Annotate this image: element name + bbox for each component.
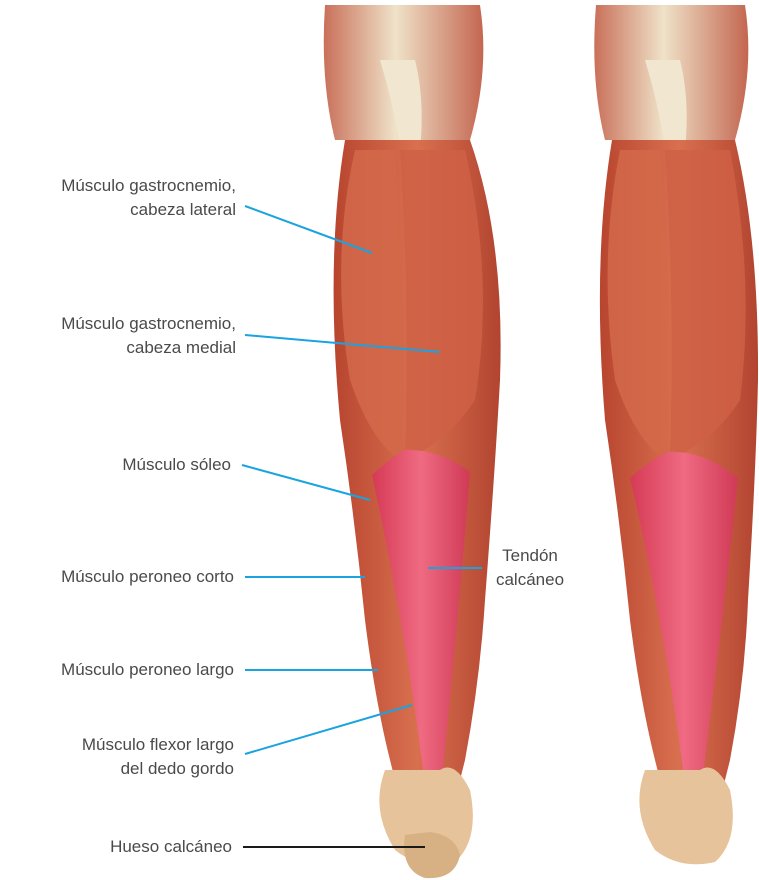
right-ankle-bones xyxy=(639,768,732,865)
label-gastrocnemius-lateral: Músculo gastrocnemio, cabeza lateral xyxy=(61,174,236,222)
label-line: Músculo gastrocnemio, xyxy=(61,174,236,198)
label-line: del dedo gordo xyxy=(82,757,234,781)
label-line: calcáneo xyxy=(485,568,575,592)
label-line: Músculo sóleo xyxy=(122,453,231,477)
label-line: Músculo flexor largo xyxy=(82,733,234,757)
label-calcaneus: Hueso calcáneo xyxy=(110,835,232,859)
label-line: cabeza medial xyxy=(61,336,236,360)
label-line: Músculo peroneo corto xyxy=(61,565,234,589)
label-line: cabeza lateral xyxy=(61,198,236,222)
label-line: Hueso calcáneo xyxy=(110,835,232,859)
label-flexor-hallucis-longus: Músculo flexor largo del dedo gordo xyxy=(82,733,234,781)
label-soleus: Músculo sóleo xyxy=(122,453,231,477)
label-line: Músculo gastrocnemio, xyxy=(61,312,236,336)
right-leg xyxy=(594,5,758,864)
label-line: Tendón xyxy=(485,544,575,568)
label-peroneus-brevis: Músculo peroneo corto xyxy=(61,565,234,589)
left-leg xyxy=(324,5,501,878)
label-line: Músculo peroneo largo xyxy=(61,658,234,682)
label-gastrocnemius-medial: Músculo gastrocnemio, cabeza medial xyxy=(61,312,236,360)
label-peroneus-longus: Músculo peroneo largo xyxy=(61,658,234,682)
label-achilles-tendon: Tendón calcáneo xyxy=(485,544,575,592)
